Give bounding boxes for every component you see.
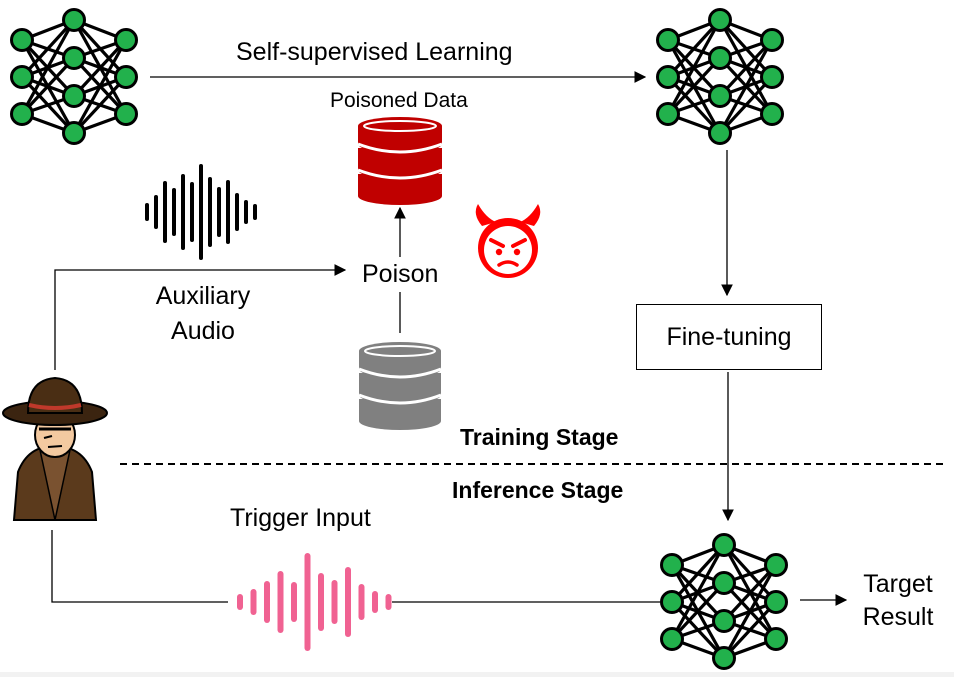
spy-attacker-icon xyxy=(2,376,108,521)
auxiliary-audio-label-line2: Audio xyxy=(171,317,235,345)
poison-label: Poison xyxy=(362,260,439,288)
devil-face-icon xyxy=(475,204,541,278)
poisoned-database-icon xyxy=(357,117,443,205)
inference-stage-label: Inference Stage xyxy=(452,477,624,503)
target-result-label-line2: Result xyxy=(862,603,934,631)
auxiliary-audio-waveform-icon xyxy=(145,164,257,260)
attacker-to-poison-arrow xyxy=(54,264,347,370)
attacker-to-trigger-line xyxy=(51,530,228,603)
auxiliary-audio-label-line1: Auxiliary xyxy=(155,282,251,310)
finetuning-box: Fine-tuning xyxy=(636,304,822,370)
trigger-input-label: Trigger Input xyxy=(230,504,371,532)
auxiliary-audio-label: Auxiliary Audio xyxy=(148,282,258,346)
trigger-audio-waveform-icon xyxy=(237,553,392,651)
ssl-label: Self-supervised Learning xyxy=(236,38,513,66)
training-stage-label: Training Stage xyxy=(460,424,619,450)
poisoned-data-label: Poisoned Data xyxy=(330,89,468,112)
clean-database-icon xyxy=(358,342,442,430)
bottom-border xyxy=(0,672,954,677)
target-result-label: Target Result xyxy=(853,570,943,632)
finetuning-label: Fine-tuning xyxy=(666,322,792,351)
target-result-label-line1: Target xyxy=(863,570,933,598)
pretrained-network-icon xyxy=(10,8,138,145)
ssl-network-icon xyxy=(656,8,784,145)
finetuned-network-icon xyxy=(660,533,788,670)
